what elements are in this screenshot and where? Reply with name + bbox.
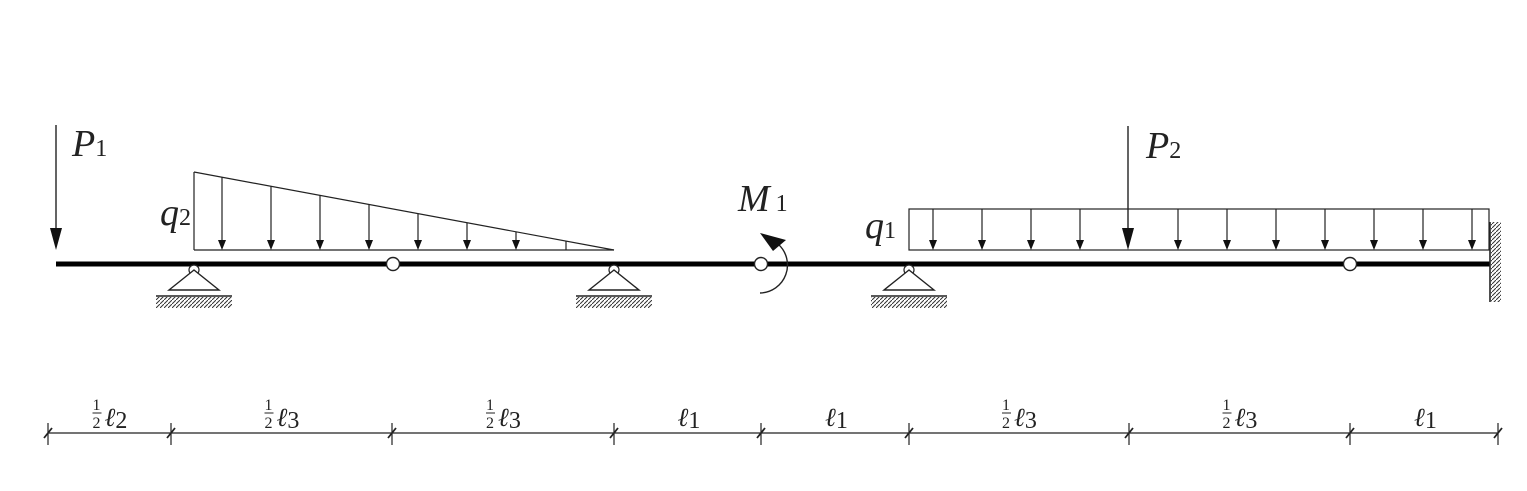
pin-support-1 bbox=[156, 264, 232, 308]
pin-support-3 bbox=[871, 264, 947, 308]
moment-m1 bbox=[759, 233, 789, 294]
dimension-slash bbox=[43, 427, 53, 439]
fraction-numerator: 1 bbox=[1002, 397, 1010, 414]
q1-arrow bbox=[1272, 209, 1280, 250]
length-symbol: ℓ3 bbox=[1235, 403, 1258, 434]
length-symbol: ℓ3 bbox=[498, 403, 521, 434]
q2-arrow bbox=[218, 177, 226, 250]
dimension-slash bbox=[609, 427, 619, 439]
length-symbol: ℓ3 bbox=[1014, 403, 1037, 434]
q1-arrow bbox=[1027, 209, 1035, 250]
q1-arrow bbox=[1174, 209, 1182, 250]
q1-arrow bbox=[978, 209, 986, 250]
hinge-3 bbox=[1342, 256, 1358, 272]
length-symbol: ℓ1 bbox=[678, 403, 701, 434]
dimension-label: ℓ1 bbox=[1414, 403, 1437, 434]
dimension-slash bbox=[387, 427, 397, 439]
q2-arrow bbox=[414, 213, 422, 250]
length-subscript: 2 bbox=[115, 408, 127, 434]
q1-arrow bbox=[1419, 209, 1427, 250]
label-q2: q2 bbox=[160, 192, 191, 234]
q2-arrow bbox=[365, 204, 373, 250]
fraction-denominator: 2 bbox=[93, 415, 101, 432]
dimension-slash bbox=[1493, 427, 1503, 439]
fraction-denominator: 2 bbox=[1002, 415, 1010, 432]
fraction-numerator: 1 bbox=[265, 397, 273, 414]
q1-arrow bbox=[929, 209, 937, 250]
length-subscript: 1 bbox=[836, 408, 848, 434]
dimension-label: ℓ1 bbox=[678, 403, 701, 434]
length-subscript: 3 bbox=[509, 408, 521, 434]
q2-arrow bbox=[267, 186, 275, 250]
hinge-1 bbox=[385, 256, 401, 272]
q2-arrow bbox=[316, 195, 324, 250]
pin-support-2 bbox=[576, 264, 652, 308]
q2-arrow bbox=[463, 222, 471, 250]
dimension-slash bbox=[166, 427, 176, 439]
fraction-numerator: 1 bbox=[486, 397, 494, 414]
label-p1: P1 bbox=[71, 123, 107, 165]
length-subscript: 1 bbox=[1425, 408, 1437, 434]
length-subscript: 3 bbox=[1025, 408, 1037, 434]
fraction-denominator: 2 bbox=[1223, 415, 1231, 432]
q2-arrow bbox=[512, 231, 520, 250]
fixed-support bbox=[1489, 222, 1501, 302]
length-symbol: ℓ3 bbox=[277, 403, 300, 434]
length-subscript: 3 bbox=[1245, 408, 1257, 434]
q1-arrow bbox=[1370, 209, 1378, 250]
uniform-load-q1 bbox=[908, 208, 1490, 251]
fraction-denominator: 2 bbox=[486, 415, 494, 432]
dimension-slash bbox=[904, 427, 914, 439]
dimension-slash bbox=[756, 427, 766, 439]
dimension-slash bbox=[1124, 427, 1134, 439]
length-subscript: 3 bbox=[287, 408, 299, 434]
fraction-numerator: 1 bbox=[93, 397, 101, 414]
q1-arrow bbox=[1223, 209, 1231, 250]
dimension-ticks bbox=[43, 423, 1503, 445]
point-load-p2 bbox=[1122, 126, 1134, 250]
q1-arrow bbox=[1468, 209, 1476, 250]
length-symbol: ℓ1 bbox=[1414, 403, 1437, 434]
dimension-slash bbox=[1345, 427, 1355, 439]
fraction-numerator: 1 bbox=[1223, 397, 1231, 414]
q2-load-arrows bbox=[218, 177, 567, 250]
length-subscript: 1 bbox=[688, 408, 700, 434]
dimension-label: ℓ1 bbox=[825, 403, 848, 434]
length-symbol: ℓ1 bbox=[825, 403, 848, 434]
triangular-load-q2 bbox=[193, 171, 615, 251]
q1-arrow bbox=[1076, 209, 1084, 250]
length-symbol: ℓ2 bbox=[105, 403, 128, 434]
point-load-p1 bbox=[50, 125, 62, 250]
label-p2: P2 bbox=[1145, 125, 1181, 167]
q1-arrow bbox=[1321, 209, 1329, 250]
hinge-2 bbox=[753, 256, 769, 272]
label-q1: q1 bbox=[865, 205, 896, 247]
q1-load-arrows bbox=[929, 209, 1476, 250]
fraction-denominator: 2 bbox=[265, 415, 273, 432]
